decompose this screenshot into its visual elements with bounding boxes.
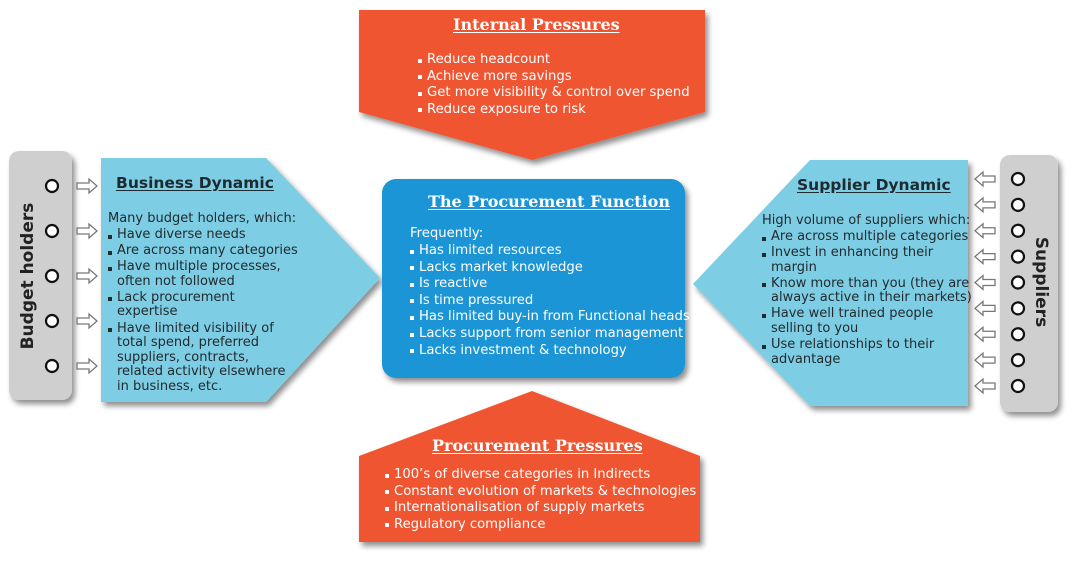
procurement-pressures-shape bbox=[359, 391, 700, 542]
arrow-right-icon bbox=[76, 357, 98, 375]
arrow-right-icon bbox=[76, 177, 98, 195]
internal-pressures-list: Reduce headcount Achieve more savings Ge… bbox=[418, 52, 690, 118]
supplier-node-icon bbox=[1010, 275, 1026, 290]
supplier-node-icon bbox=[1010, 353, 1026, 368]
list-item: Regulatory compliance bbox=[385, 517, 696, 534]
arrow-right-icon bbox=[76, 267, 98, 285]
arrow-left-icon bbox=[974, 222, 996, 240]
business-dynamic-title: Business Dynamic bbox=[116, 174, 274, 192]
list-item: Are across multiple categories bbox=[762, 229, 972, 245]
procurement-pressures-title: Procurement Pressures bbox=[432, 436, 643, 455]
supplier-node-icon bbox=[1010, 249, 1026, 264]
list-item: Know more than you (they are always acti… bbox=[762, 276, 972, 306]
business-dynamic-shape bbox=[101, 158, 380, 402]
supplier-node-icon bbox=[1010, 197, 1026, 212]
list-item: Constant evolution of markets & technolo… bbox=[385, 484, 696, 501]
supplier-dynamic-intro: High volume of suppliers which: bbox=[762, 213, 971, 228]
list-item: Is time pressured bbox=[410, 293, 690, 310]
list-item: Lacks market knowledge bbox=[410, 260, 690, 277]
list-item: Is reactive bbox=[410, 276, 690, 293]
arrow-right-icon bbox=[76, 312, 98, 330]
supplier-node-icon bbox=[1010, 301, 1026, 316]
list-item: Get more visibility & control over spend bbox=[418, 85, 690, 102]
suppliers-panel bbox=[1000, 155, 1058, 412]
list-item: Achieve more savings bbox=[418, 69, 690, 86]
arrow-left-icon bbox=[974, 351, 996, 369]
supplier-dynamic-shape bbox=[693, 160, 968, 406]
list-item: Lacks investment & technology bbox=[410, 343, 690, 360]
suppliers-label: Suppliers bbox=[1031, 236, 1051, 328]
procurement-function-intro: Frequently: bbox=[410, 226, 484, 241]
list-item: Invest in enhancing their margin bbox=[762, 245, 972, 275]
supplier-dynamic-list: Are across multiple categories Invest in… bbox=[762, 229, 972, 369]
list-item: Reduce headcount bbox=[418, 52, 690, 69]
procurement-function-title: The Procurement Function bbox=[428, 192, 670, 211]
arrow-left-icon bbox=[974, 299, 996, 317]
budget-holders-panel bbox=[9, 151, 72, 400]
list-item: Use relationships to their advantage bbox=[762, 337, 972, 367]
procurement-pressures-list: 100’s of diverse categories in Indirects… bbox=[385, 467, 696, 533]
business-dynamic-list: Have diverse needs Are across many categ… bbox=[108, 227, 298, 396]
internal-pressures-title: Internal Pressures bbox=[453, 15, 620, 34]
budget-holder-node-icon bbox=[44, 358, 60, 374]
list-item: Are across many categories bbox=[108, 243, 298, 259]
list-item: 100’s of diverse categories in Indirects bbox=[385, 467, 696, 484]
arrow-right-icon bbox=[76, 222, 98, 240]
list-item: Have well trained people selling to you bbox=[762, 307, 972, 336]
internal-pressures-shape bbox=[359, 10, 705, 160]
supplier-node-icon bbox=[1010, 327, 1026, 342]
list-item: Reduce exposure to risk bbox=[418, 102, 690, 119]
budget-holder-node-icon bbox=[44, 313, 60, 329]
supplier-node-icon bbox=[1010, 378, 1026, 394]
list-item: Have diverse needs bbox=[108, 227, 298, 243]
list-item: Internationalisation of supply markets bbox=[385, 500, 696, 517]
supplier-node-icon bbox=[1010, 223, 1026, 238]
arrow-left-icon bbox=[974, 196, 996, 214]
budget-holders-label: Budget holders bbox=[18, 202, 38, 350]
budget-holder-node-icon bbox=[44, 268, 60, 284]
business-dynamic-intro: Many budget holders, which: bbox=[108, 211, 297, 226]
arrow-left-icon bbox=[974, 377, 996, 395]
list-item: Lacks support from senior management bbox=[410, 326, 690, 343]
arrow-left-icon bbox=[974, 248, 996, 266]
list-item: Has limited buy-in from Functional heads bbox=[410, 309, 690, 326]
arrow-left-icon bbox=[974, 325, 996, 343]
supplier-node-icon bbox=[1010, 171, 1026, 187]
supplier-dynamic-title: Supplier Dynamic bbox=[797, 176, 951, 194]
budget-holder-node-icon bbox=[44, 223, 60, 239]
arrow-left-icon bbox=[974, 170, 996, 188]
procurement-function-shape bbox=[382, 179, 685, 378]
list-item: Has limited resources bbox=[410, 243, 690, 260]
list-item: Have multiple processes, often not follo… bbox=[108, 259, 298, 289]
list-item: Lack procurement expertise bbox=[108, 290, 298, 320]
budget-holder-node-icon bbox=[44, 178, 60, 194]
arrow-left-icon bbox=[974, 274, 996, 291]
procurement-function-list: Has limited resources Lacks market knowl… bbox=[410, 243, 690, 359]
list-item: Have limited visibility of total spend, … bbox=[108, 321, 298, 395]
